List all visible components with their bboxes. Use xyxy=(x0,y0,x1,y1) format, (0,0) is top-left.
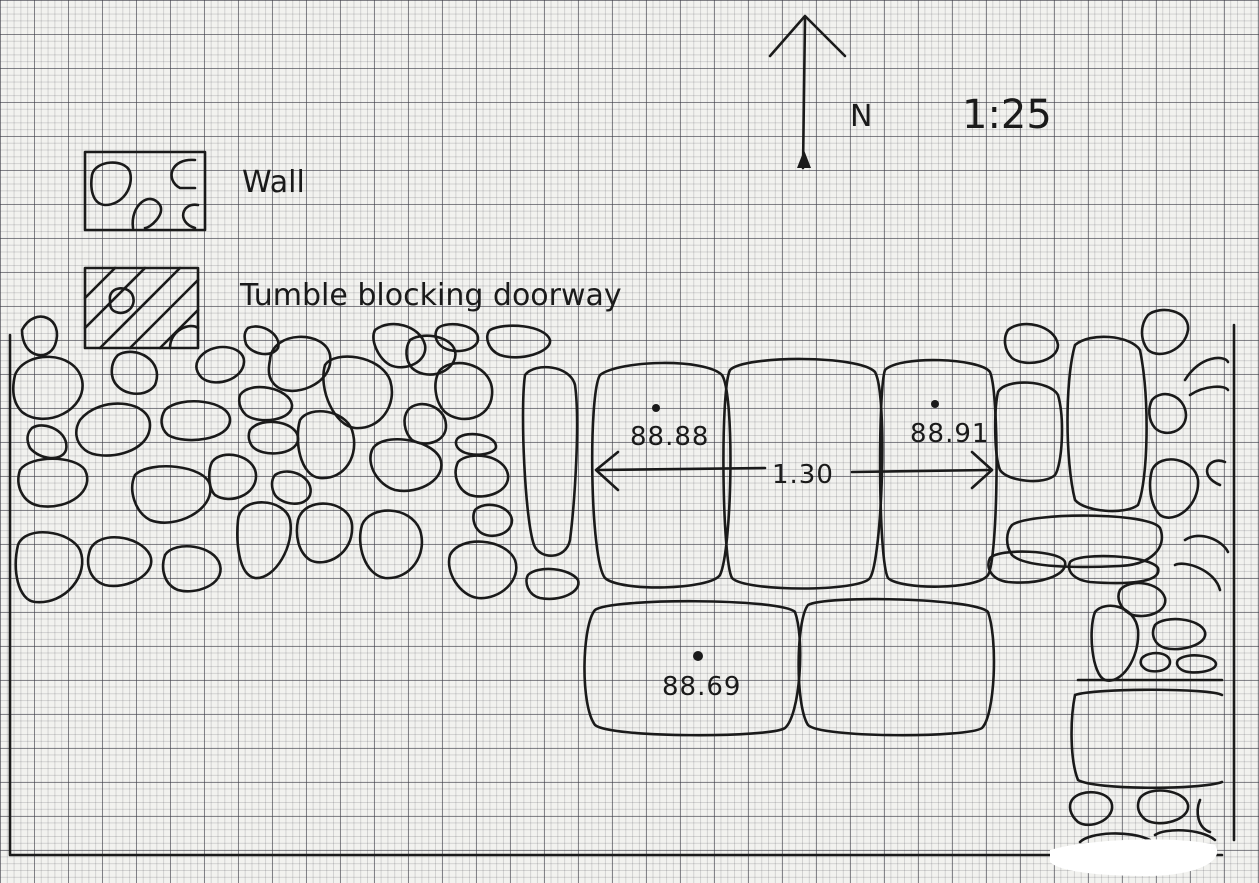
legend-tumble-swatch xyxy=(83,266,200,350)
east-wall xyxy=(987,308,1230,844)
scale-label: 1:25 xyxy=(962,92,1052,138)
level-point-ne xyxy=(931,400,939,408)
legend-wall-label: Wall xyxy=(242,165,305,200)
north-arrow: N xyxy=(768,14,872,170)
level-label-ne: 88.91 xyxy=(910,419,989,449)
level-label-nw: 88.88 xyxy=(630,422,709,452)
doorway-paving xyxy=(583,357,1064,737)
plan-frame-line xyxy=(8,333,1224,857)
dimension-label: 1.30 xyxy=(772,460,834,490)
north-label: N xyxy=(850,99,872,134)
level-point-nw xyxy=(652,404,660,412)
legend-wall-swatch xyxy=(83,150,207,232)
west-wall xyxy=(11,315,580,604)
level-label-s: 88.69 xyxy=(662,672,741,702)
dimension-line xyxy=(594,450,994,492)
level-point-s xyxy=(693,651,703,661)
correction-smudge xyxy=(1050,839,1218,876)
legend-tumble-label: Tumble blocking doorway xyxy=(239,278,622,313)
